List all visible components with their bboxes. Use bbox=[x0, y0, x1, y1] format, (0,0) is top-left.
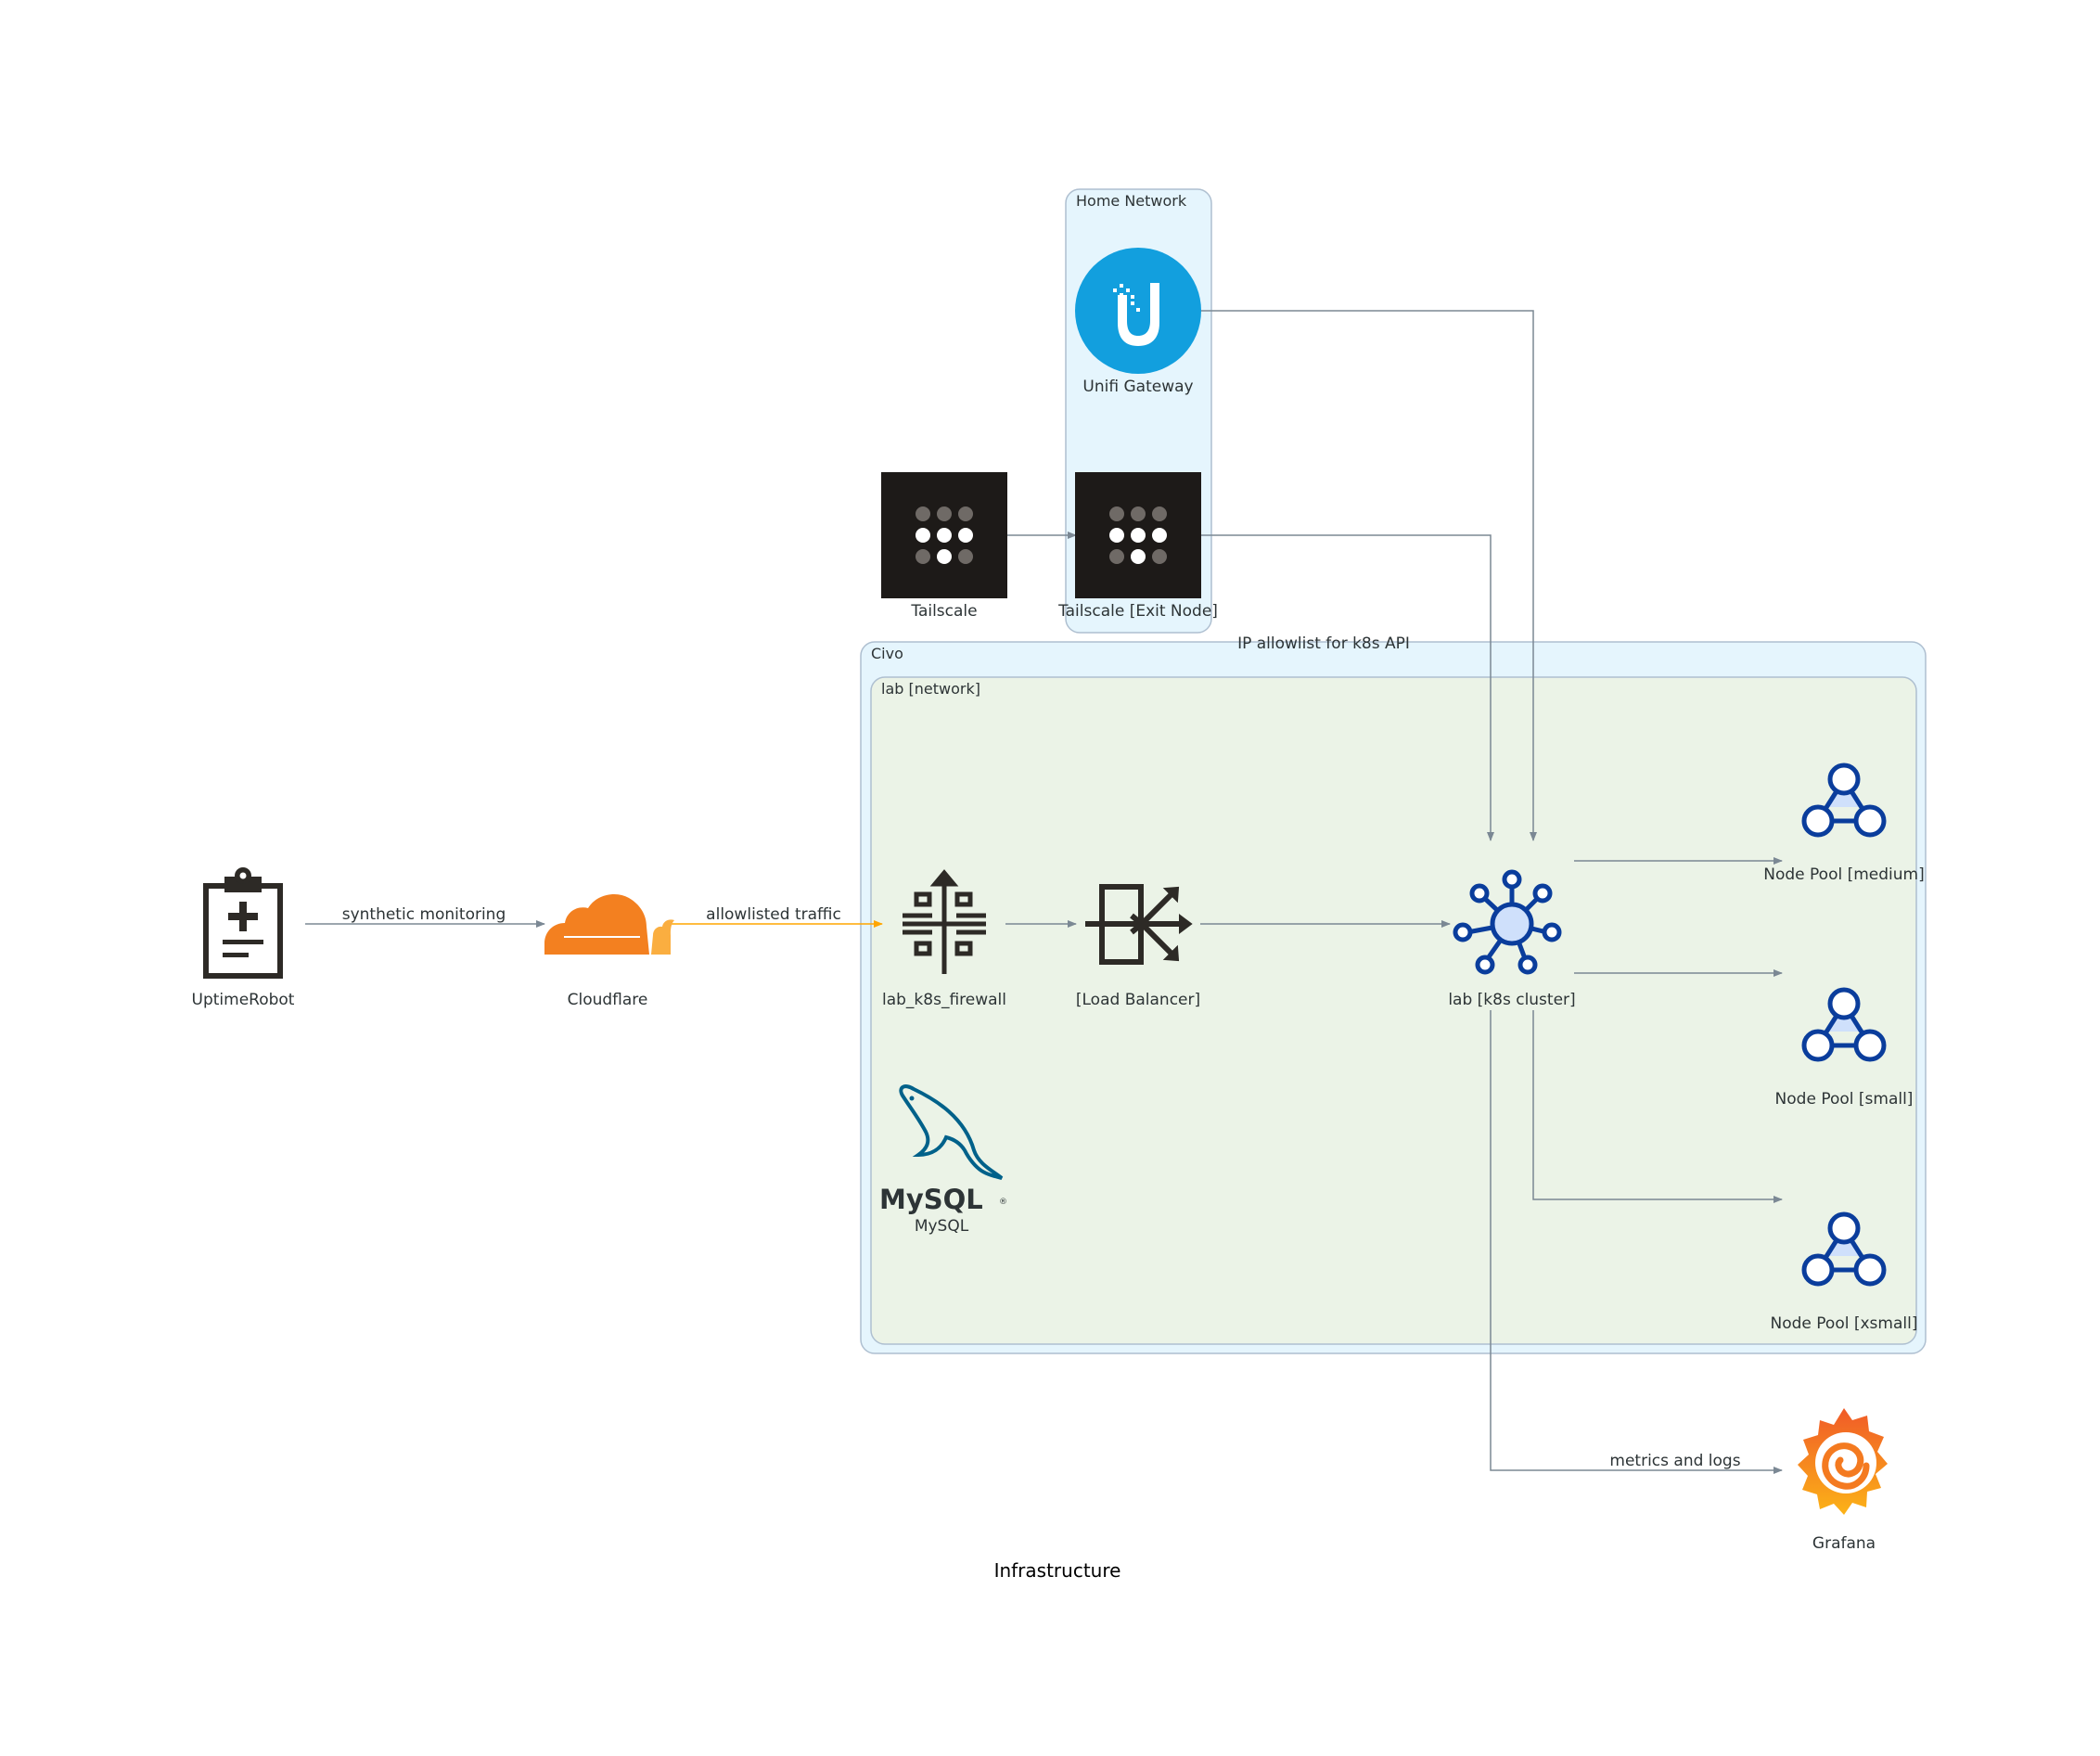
unifi-gateway-label: Unifi Gateway bbox=[1082, 378, 1193, 396]
node-pool-small[interactable]: Node Pool [small] bbox=[1775, 990, 1914, 1109]
node-k8s-cluster[interactable]: lab [k8s cluster] bbox=[1448, 869, 1576, 1009]
node-pool-medium[interactable]: Node Pool [medium] bbox=[1763, 765, 1925, 884]
node-tailscale[interactable]: Tailscale bbox=[881, 472, 1007, 621]
node-pool-xsmall-label: Node Pool [xsmall] bbox=[1771, 1314, 1918, 1333]
unifi-icon bbox=[1075, 248, 1201, 374]
cluster-civo-label: Civo bbox=[871, 645, 903, 662]
grafana-icon bbox=[1798, 1408, 1888, 1515]
mysql-wordmark: MySQL bbox=[879, 1184, 983, 1215]
k8s-cluster-label: lab [k8s cluster] bbox=[1448, 991, 1575, 1009]
edge-k8s-grafana bbox=[1490, 1010, 1783, 1474]
registered-mark-icon: ® bbox=[999, 1198, 1007, 1207]
edge-exit-node-k8s bbox=[1200, 534, 1494, 841]
load-balancer-label: [Load Balancer] bbox=[1076, 991, 1200, 1009]
cluster-lab-network: lab [network] bbox=[870, 676, 1917, 1345]
firewall-label: lab_k8s_firewall bbox=[882, 991, 1006, 1009]
mysql-label: MySQL bbox=[915, 1217, 969, 1236]
node-pool-medium-label: Node Pool [medium] bbox=[1763, 865, 1924, 884]
mysql-dolphin-icon: MySQL ® bbox=[879, 1084, 1007, 1215]
edge-label-metrics-and-logs: metrics and logs bbox=[1609, 1452, 1740, 1470]
node-load-balancer[interactable]: [Load Balancer] bbox=[1076, 884, 1200, 1009]
edge-label-synthetic-monitoring: synthetic monitoring bbox=[342, 905, 506, 924]
node-pool-small-label: Node Pool [small] bbox=[1775, 1090, 1914, 1109]
edge-label-allowlisted-traffic: allowlisted traffic bbox=[706, 905, 841, 924]
kubernetes-cluster-icon bbox=[1453, 869, 1562, 975]
node-mysql[interactable]: MySQL ® MySQL bbox=[879, 1084, 1007, 1236]
node-cloudflare[interactable]: Cloudflare bbox=[544, 893, 674, 1009]
load-balancer-icon bbox=[1085, 884, 1193, 965]
tailscale-exit-label: Tailscale [Exit Node] bbox=[1057, 602, 1218, 621]
clipboard-medical-icon bbox=[203, 867, 283, 979]
tailscale-icon bbox=[1075, 472, 1201, 598]
cluster-home-network-label: Home Network bbox=[1076, 192, 1187, 210]
tailscale-icon bbox=[881, 472, 1007, 598]
diagram-title: Infrastructure bbox=[994, 1559, 1121, 1582]
grafana-label: Grafana bbox=[1812, 1534, 1876, 1553]
edges bbox=[305, 310, 1783, 1474]
edge-k8s-pool-xsmall bbox=[1532, 1010, 1783, 1203]
cloudflare-icon bbox=[544, 893, 674, 955]
uptimerobot-label: UptimeRobot bbox=[192, 991, 295, 1009]
node-lab-k8s-firewall[interactable]: lab_k8s_firewall bbox=[882, 869, 1006, 1009]
node-uptimerobot[interactable]: UptimeRobot bbox=[192, 867, 295, 1009]
firewall-icon bbox=[903, 869, 986, 974]
tailscale-label: Tailscale bbox=[910, 602, 977, 621]
node-pool-xsmall[interactable]: Node Pool [xsmall] bbox=[1771, 1214, 1918, 1333]
node-tailscale-exit[interactable]: Tailscale [Exit Node] bbox=[1057, 472, 1218, 621]
node-unifi-gateway[interactable]: Unifi Gateway bbox=[1075, 248, 1201, 396]
edge-label-ip-allowlist: IP allowlist for k8s API bbox=[1237, 634, 1410, 653]
edge-unifi-k8s bbox=[1200, 310, 1537, 841]
node-grafana[interactable]: Grafana bbox=[1798, 1408, 1888, 1553]
cluster-lab-network-label: lab [network] bbox=[881, 680, 980, 698]
cloudflare-label: Cloudflare bbox=[568, 991, 648, 1009]
